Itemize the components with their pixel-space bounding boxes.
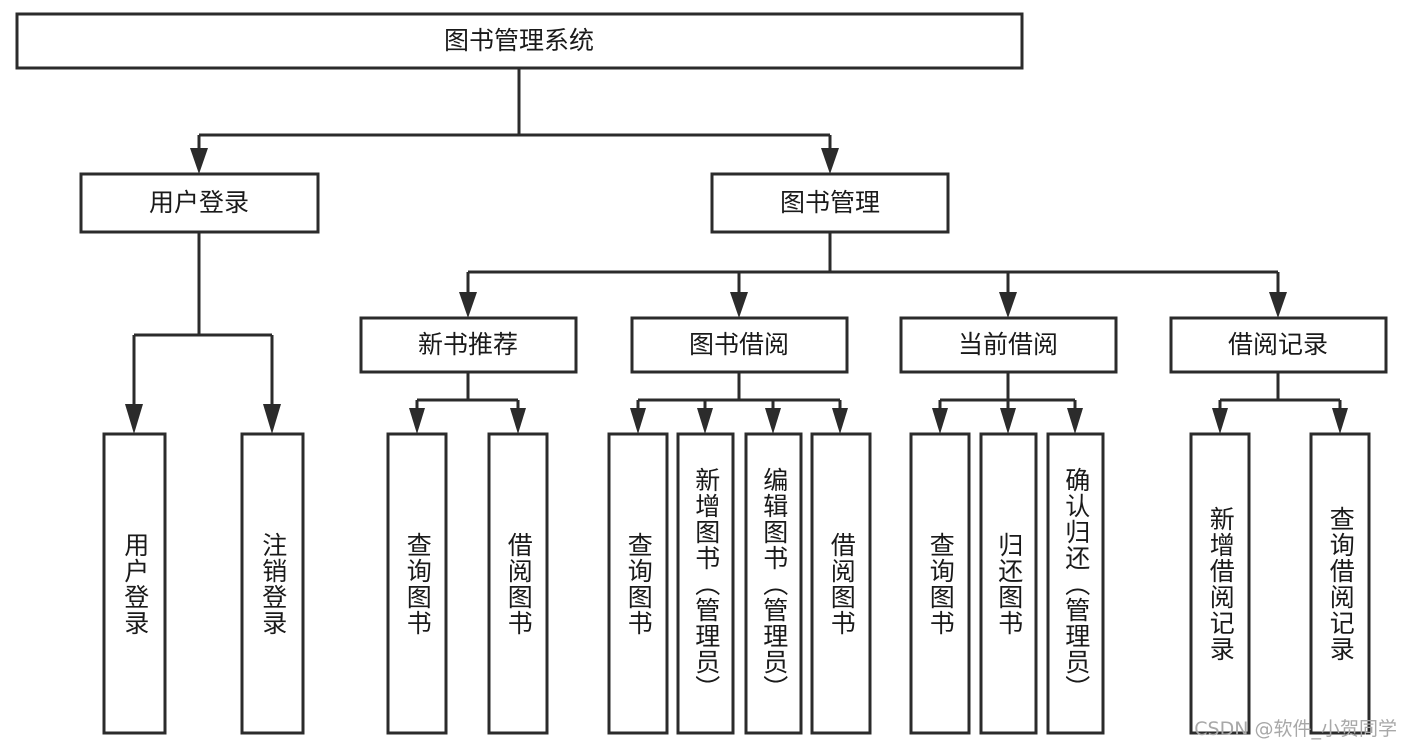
node-borrow-record[interactable]: 借阅记录: [1169, 316, 1388, 374]
node-current-borrow[interactable]: 当前借阅: [899, 316, 1118, 374]
node-root-system[interactable]: 图书管理系统: [15, 12, 1024, 70]
node-book-borrow-box[interactable]: [630, 316, 849, 374]
node-book-borrow-label: 图书借阅: [689, 330, 789, 359]
node-leaf-book-borrow-4[interactable]: [810, 432, 872, 735]
arrow-book-borrow-child-1: [630, 408, 646, 434]
node-leaf-current-borrow-3[interactable]: [1046, 432, 1105, 735]
connector-group-borrow-record: [1212, 372, 1348, 434]
arrow-user-login-child-2: [263, 404, 281, 434]
connector-group-current-borrow: [932, 372, 1083, 434]
arrow-current-borrow-child-2: [1000, 408, 1016, 434]
connector-group-book-mgmt: [459, 232, 1287, 318]
node-leaf-new-book-2-box[interactable]: [487, 432, 549, 735]
node-new-book-recommend-box[interactable]: [359, 316, 578, 374]
connector-group-user-login: [125, 232, 281, 434]
node-leaf-user-login-1[interactable]: [102, 432, 167, 735]
node-leaf-borrow-record-2[interactable]: [1309, 432, 1371, 735]
arrow-book-mgmt-child-2: [730, 292, 748, 318]
node-leaf-current-borrow-2-box[interactable]: [979, 432, 1038, 735]
node-borrow-record-box[interactable]: [1169, 316, 1388, 374]
node-root-system-box[interactable]: [15, 12, 1024, 70]
arrow-book-borrow-child-3: [765, 408, 781, 434]
node-leaf-user-login-1-box[interactable]: [102, 432, 167, 735]
connector-group-root: [190, 68, 839, 174]
node-current-borrow-label: 当前借阅: [958, 330, 1058, 359]
arrow-book-mgmt-child-1: [459, 292, 477, 318]
node-leaf-new-book-1[interactable]: [386, 432, 448, 735]
node-leaf-book-borrow-1[interactable]: [607, 432, 669, 735]
node-leaf-borrow-record-2-box[interactable]: [1309, 432, 1371, 735]
arrow-user-login-child-1: [125, 404, 143, 434]
node-borrow-record-label: 借阅记录: [1228, 330, 1328, 359]
arrow-new-book-child-2: [510, 408, 526, 434]
node-leaf-current-borrow-2[interactable]: [979, 432, 1038, 735]
arrow-current-borrow-child-3: [1067, 408, 1083, 434]
node-book-management[interactable]: 图书管理: [710, 172, 950, 234]
node-leaf-book-borrow-3[interactable]: [744, 432, 803, 735]
node-user-login[interactable]: 用户登录: [79, 172, 320, 234]
node-user-login-label: 用户登录: [149, 188, 249, 217]
node-user-login-box[interactable]: [79, 172, 320, 234]
node-book-management-label: 图书管理: [780, 188, 880, 217]
node-leaf-book-borrow-1-box[interactable]: [607, 432, 669, 735]
node-leaf-current-borrow-1-box[interactable]: [909, 432, 971, 735]
node-leaf-book-borrow-2-box[interactable]: [676, 432, 735, 735]
arrow-book-mgmt-child-3: [999, 292, 1017, 318]
node-current-borrow-box[interactable]: [899, 316, 1118, 374]
node-leaf-book-borrow-3-box[interactable]: [744, 432, 803, 735]
node-leaf-user-login-2-box[interactable]: [240, 432, 305, 735]
node-leaf-book-borrow-4-box[interactable]: [810, 432, 872, 735]
node-leaf-borrow-record-1[interactable]: [1189, 432, 1251, 735]
node-new-book-recommend[interactable]: 新书推荐: [359, 316, 578, 374]
arrow-root-to-book-mgmt: [821, 148, 839, 174]
node-book-borrow[interactable]: 图书借阅: [630, 316, 849, 374]
node-leaf-new-book-1-box[interactable]: [386, 432, 448, 735]
node-leaf-book-borrow-2[interactable]: [676, 432, 735, 735]
node-leaf-new-book-2[interactable]: [487, 432, 549, 735]
node-leaf-current-borrow-3-box[interactable]: [1046, 432, 1105, 735]
arrow-current-borrow-child-1: [932, 408, 948, 434]
arrow-root-to-user-login: [190, 148, 208, 174]
connector-group-new-book: [409, 372, 526, 434]
arrow-borrow-record-child-2: [1332, 408, 1348, 434]
node-leaf-borrow-record-1-box[interactable]: [1189, 432, 1251, 735]
arrow-borrow-record-child-1: [1212, 408, 1228, 434]
node-leaf-current-borrow-1[interactable]: [909, 432, 971, 735]
arrow-book-mgmt-child-4: [1269, 292, 1287, 318]
csdn-watermark: CSDN @软件_小贺同学: [1194, 718, 1397, 740]
node-book-management-box[interactable]: [710, 172, 950, 234]
node-new-book-recommend-label: 新书推荐: [418, 330, 518, 359]
node-leaf-user-login-2[interactable]: [240, 432, 305, 735]
connector-group-book-borrow: [630, 372, 848, 434]
arrow-book-borrow-child-2: [697, 408, 713, 434]
arrow-book-borrow-child-4: [832, 408, 848, 434]
arrow-new-book-child-1: [409, 408, 425, 434]
node-root-system-label: 图书管理系统: [444, 26, 594, 55]
